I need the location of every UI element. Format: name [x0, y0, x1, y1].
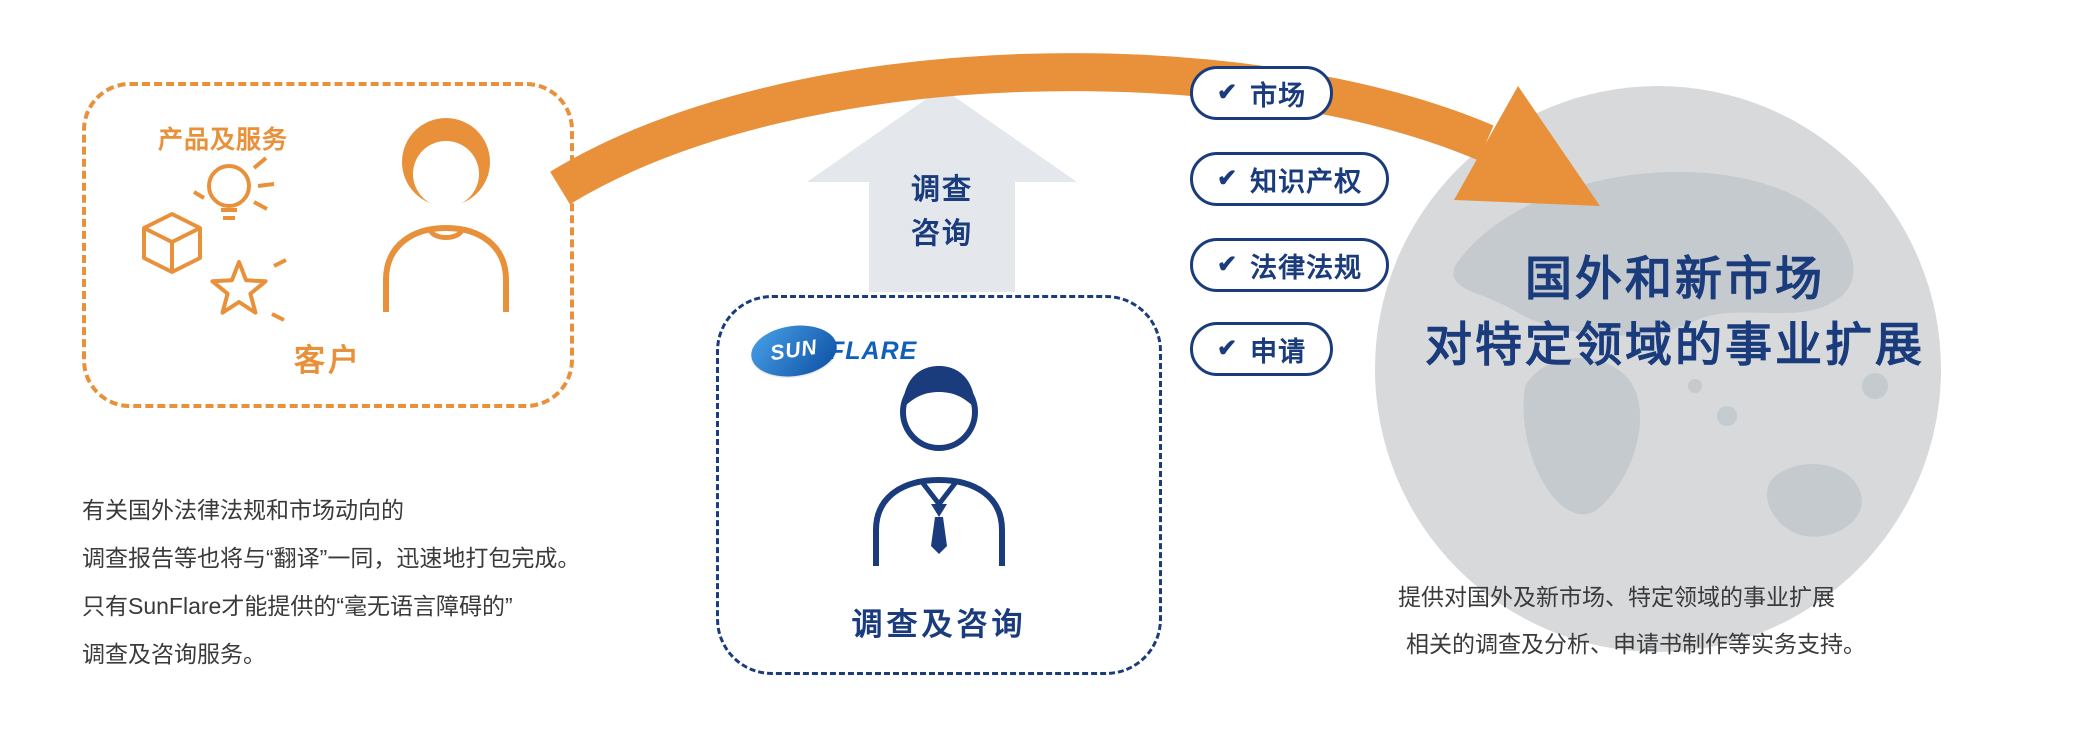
up-arrow-line1: 调查	[910, 174, 973, 206]
customer-person-icon	[383, 118, 509, 312]
globe-icon	[1375, 86, 1941, 652]
customer-box: 产品及服务 客户	[82, 82, 574, 408]
badge-intellectual-property: ✔ 知识产权	[1190, 152, 1390, 206]
note-line: 有关国外法律法规和市场动向的	[82, 497, 404, 523]
sunflare-logo: SUN FLARE	[747, 320, 918, 382]
check-icon: ✔	[1217, 334, 1239, 362]
badge-label: 市场	[1250, 80, 1307, 111]
logo-flare-text: FLARE	[829, 336, 918, 365]
badge-label: 申请	[1250, 336, 1307, 367]
products-services-label: 产品及服务	[158, 126, 289, 154]
up-arrow-line2: 咨询	[910, 218, 973, 250]
badge-application: ✔ 申请	[1190, 322, 1334, 376]
note-line: 只有SunFlare才能提供的“毫无语言障碍的”	[82, 593, 513, 619]
products-icons	[142, 156, 287, 322]
check-icon: ✔	[1217, 250, 1239, 278]
globe-title-line1: 国外和新市场	[1525, 252, 1825, 305]
right-note: 提供对国外及新市场、特定领域的事业扩展 相关的调查及分析、申请书制作等实务支持。	[1398, 574, 1866, 668]
badge-laws-regulations: ✔ 法律法规	[1190, 238, 1390, 292]
note-line: 相关的调查及分析、申请书制作等实务支持。	[1406, 631, 1866, 657]
badge-label: 知识产权	[1250, 166, 1363, 197]
check-icon: ✔	[1217, 164, 1239, 192]
consultant-person-icon	[873, 366, 1005, 566]
note-line: 调查及咨询服务。	[82, 641, 266, 667]
globe-title: 国外和新市场 对特定领域的事业扩展	[1310, 246, 2040, 378]
badge-label: 法律法规	[1250, 252, 1363, 283]
sunflare-box: SUN FLARE 调查及咨询	[716, 295, 1162, 675]
sunflare-logo-oval: SUN	[747, 320, 841, 382]
note-line: 调查报告等也将与“翻译”一同，迅速地打包完成。	[82, 545, 581, 571]
up-arrow-caption: 调查 咨询	[869, 168, 1015, 256]
logo-sun-text: SUN	[768, 335, 819, 366]
check-icon: ✔	[1217, 78, 1239, 106]
note-line: 提供对国外及新市场、特定领域的事业扩展	[1398, 584, 1835, 610]
sunflare-box-label: 调查及咨询	[851, 607, 1027, 642]
badge-market: ✔ 市场	[1190, 66, 1334, 120]
left-note: 有关国外法律法规和市场动向的 调查报告等也将与“翻译”一同，迅速地打包完成。 只…	[82, 486, 580, 678]
globe-title-line2: 对特定领域的事业扩展	[1425, 318, 1925, 371]
customer-label: 客户	[294, 343, 362, 378]
